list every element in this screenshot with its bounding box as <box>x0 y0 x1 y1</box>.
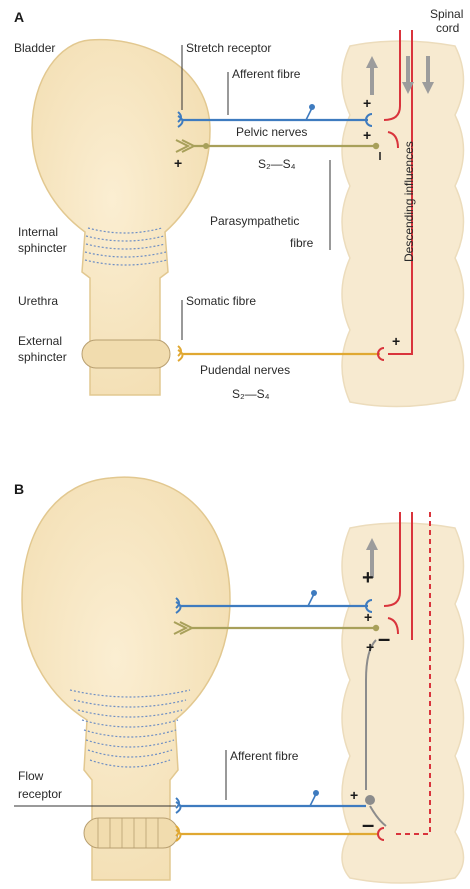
sign-minus-b1: – <box>378 626 390 651</box>
sign-minus-b2: – <box>362 812 374 837</box>
label-pelvic-nerves: Pelvic nerves <box>236 125 307 139</box>
label-bladder: Bladder <box>14 41 55 55</box>
sign-plus-b3: + <box>366 639 374 655</box>
label-stretch-receptor: Stretch receptor <box>186 41 271 55</box>
external-sphincter-a <box>82 340 170 368</box>
label-somatic-fibre: Somatic fibre <box>186 294 256 308</box>
label-urethra: Urethra <box>18 294 58 308</box>
label-flow-1: Flow <box>18 769 44 783</box>
sign-plus-a1: + <box>363 95 371 111</box>
label-descending-influences: Descending influences <box>402 141 416 262</box>
panel-b: B <box>14 477 464 883</box>
label-flow-2: receptor <box>18 787 62 801</box>
label-parasympathetic-2: fibre <box>290 236 314 250</box>
label-pelvic-s: S₂—S₄ <box>258 157 296 171</box>
label-internal-1: Internal <box>18 225 58 239</box>
label-internal-2: sphincter <box>18 241 67 255</box>
sign-plus-a3: + <box>174 155 182 171</box>
flow-afferent-b <box>176 790 366 813</box>
label-afferent-fibre-b: Afferent fibre <box>230 749 299 763</box>
sign-plus-b1: + <box>362 567 374 589</box>
label-pudendal-s: S₂—S₄ <box>232 387 270 401</box>
label-afferent-fibre-a: Afferent fibre <box>232 67 301 81</box>
sign-plus-b2: + <box>364 609 372 625</box>
label-external-1: External <box>18 334 62 348</box>
label-spinal: Spinal <box>430 7 463 21</box>
panel-a: A <box>14 7 464 407</box>
label-cord: cord <box>436 21 459 35</box>
spinal-cord-b <box>342 523 464 883</box>
label-pudendal-nerves: Pudendal nerves <box>200 363 290 377</box>
label-parasympathetic-1: Parasympathetic <box>210 214 299 228</box>
label-external-2: sphincter <box>18 350 67 364</box>
panel-a-letter: A <box>14 9 24 25</box>
panel-b-letter: B <box>14 481 24 497</box>
sign-plus-b4: + <box>350 787 358 803</box>
sign-plus-a2: + <box>363 127 371 143</box>
sign-plus-a4: + <box>392 333 400 349</box>
